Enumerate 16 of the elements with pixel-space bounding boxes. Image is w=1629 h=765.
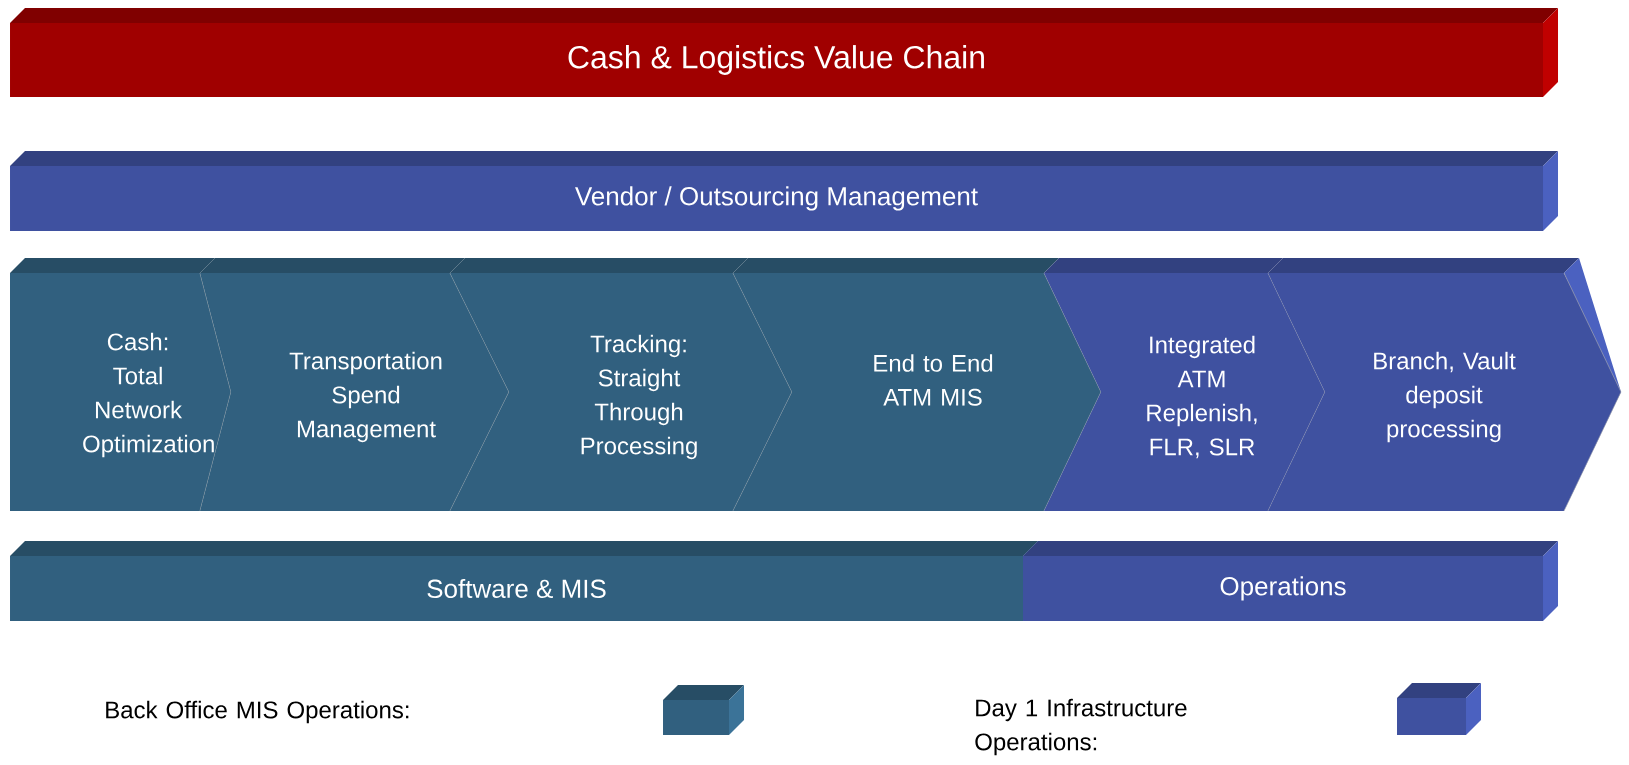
band: Operations bbox=[1023, 541, 1558, 621]
node-label: Branch, Vault deposit processing bbox=[1374, 351, 1516, 443]
node-label: End to End ATM MIS bbox=[874, 354, 993, 406]
node-label: Tracking: Straight Through Processing bbox=[581, 334, 697, 460]
process-step: Branch, Vault deposit processing bbox=[1268, 258, 1622, 512]
node-label: Transportation Spend Management bbox=[289, 351, 442, 443]
legend-label: Day 1 Infrastructure Operations: bbox=[975, 698, 1187, 756]
legend-label: Back Office MIS Operations: bbox=[106, 700, 409, 724]
process-step: Cash: Total Network Optimization bbox=[10, 258, 232, 512]
node-label: Integrated ATM Replenish, FLR, SLR bbox=[1147, 335, 1257, 459]
process-step: End to End ATM MIS bbox=[733, 258, 1102, 512]
band: Cash & Logistics Value Chain bbox=[10, 8, 1558, 97]
process-step: Tracking: Straight Through Processing bbox=[450, 258, 793, 512]
band: Vendor / Outsourcing Management bbox=[10, 151, 1558, 231]
band: Software & MIS bbox=[10, 541, 1038, 621]
process-step: Integrated ATM Replenish, FLR, SLR bbox=[1044, 258, 1326, 512]
